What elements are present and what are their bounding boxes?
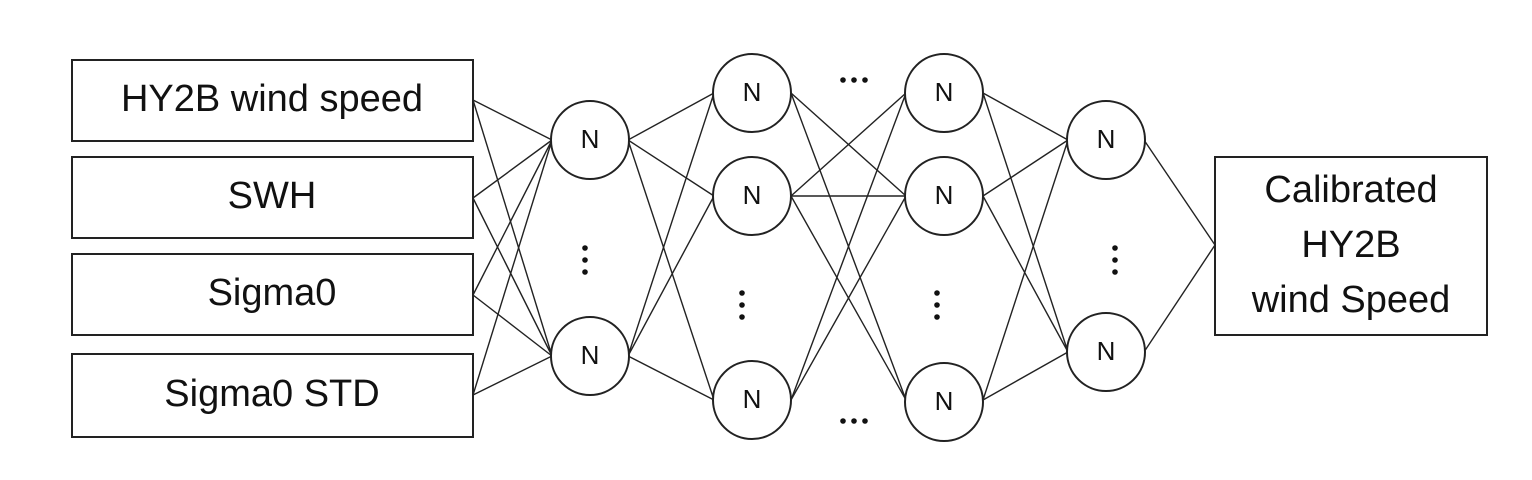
edge xyxy=(472,139,553,396)
neuron-node: N xyxy=(904,53,984,133)
edge xyxy=(472,197,553,357)
input-label: Sigma0 STD xyxy=(164,373,379,415)
neuron-label: N xyxy=(1097,124,1116,154)
edge xyxy=(472,294,553,357)
output-label-line-2: HY2B xyxy=(1301,224,1400,266)
output-box: Calibrated HY2B wind Speed xyxy=(1214,156,1488,336)
hidden-layer-1: N N xyxy=(550,100,630,396)
edge xyxy=(982,92,1069,141)
neuron-node: N xyxy=(712,156,792,236)
ellipsis-vertical xyxy=(934,290,940,320)
output-label-line-1: Calibrated xyxy=(1264,169,1437,211)
input-boxes: HY2B wind speed SWH Sigma0 Sigma0 STD xyxy=(71,59,474,438)
edge xyxy=(627,92,715,357)
neuron-label: N xyxy=(935,386,954,416)
hidden-layer-3: N N N xyxy=(904,53,984,442)
edge xyxy=(1143,139,1216,246)
output-label-line-3: wind Speed xyxy=(1251,279,1451,321)
edge xyxy=(627,139,715,401)
input-label: HY2B wind speed xyxy=(121,78,423,120)
edge xyxy=(627,355,715,401)
ellipsis-horizontal-top xyxy=(840,77,868,83)
neuron-node: N xyxy=(712,360,792,440)
input-box-swh: SWH xyxy=(71,156,474,239)
neuron-node: N xyxy=(712,53,792,133)
input-label: Sigma0 xyxy=(208,272,337,314)
input-box-sigma0: Sigma0 xyxy=(71,253,474,336)
ellipsis-horizontal-bottom xyxy=(840,418,868,424)
edge xyxy=(472,355,553,396)
edge xyxy=(1143,244,1216,353)
ellipsis-vertical xyxy=(582,245,588,275)
edge xyxy=(790,195,907,401)
hidden-layer-4: N N xyxy=(1066,100,1146,392)
edge xyxy=(472,99,553,141)
edge xyxy=(790,92,907,197)
ellipsis-vertical xyxy=(739,290,745,320)
edge xyxy=(982,139,1069,401)
ellipsis-vertical xyxy=(1112,245,1118,275)
neuron-label: N xyxy=(935,77,954,107)
input-label: SWH xyxy=(228,175,317,217)
input-box-sigma0-std: Sigma0 STD xyxy=(71,353,474,438)
input-box-hy2b-wind-speed: HY2B wind speed xyxy=(71,59,474,142)
connection-lines xyxy=(472,92,1216,401)
edge xyxy=(472,99,553,357)
neuron-label: N xyxy=(743,77,762,107)
neuron-label: N xyxy=(743,180,762,210)
edge xyxy=(627,92,715,141)
edge xyxy=(790,92,907,401)
hidden-layer-2: N N N xyxy=(712,53,792,440)
neuron-label: N xyxy=(581,340,600,370)
edge xyxy=(472,139,553,199)
neuron-node: N xyxy=(904,156,984,236)
neuron-node: N xyxy=(550,100,630,180)
neuron-node: N xyxy=(1066,100,1146,180)
neuron-label: N xyxy=(743,384,762,414)
edge xyxy=(627,139,715,197)
edge xyxy=(627,195,715,357)
neuron-label: N xyxy=(1097,336,1116,366)
neuron-label: N xyxy=(935,180,954,210)
edge xyxy=(982,139,1069,197)
neuron-label: N xyxy=(581,124,600,154)
neuron-node: N xyxy=(550,316,630,396)
neuron-node: N xyxy=(1066,312,1146,392)
edge xyxy=(472,139,553,296)
edge xyxy=(982,351,1069,401)
edge xyxy=(982,195,1069,353)
edge xyxy=(982,92,1069,353)
neuron-node: N xyxy=(904,362,984,442)
